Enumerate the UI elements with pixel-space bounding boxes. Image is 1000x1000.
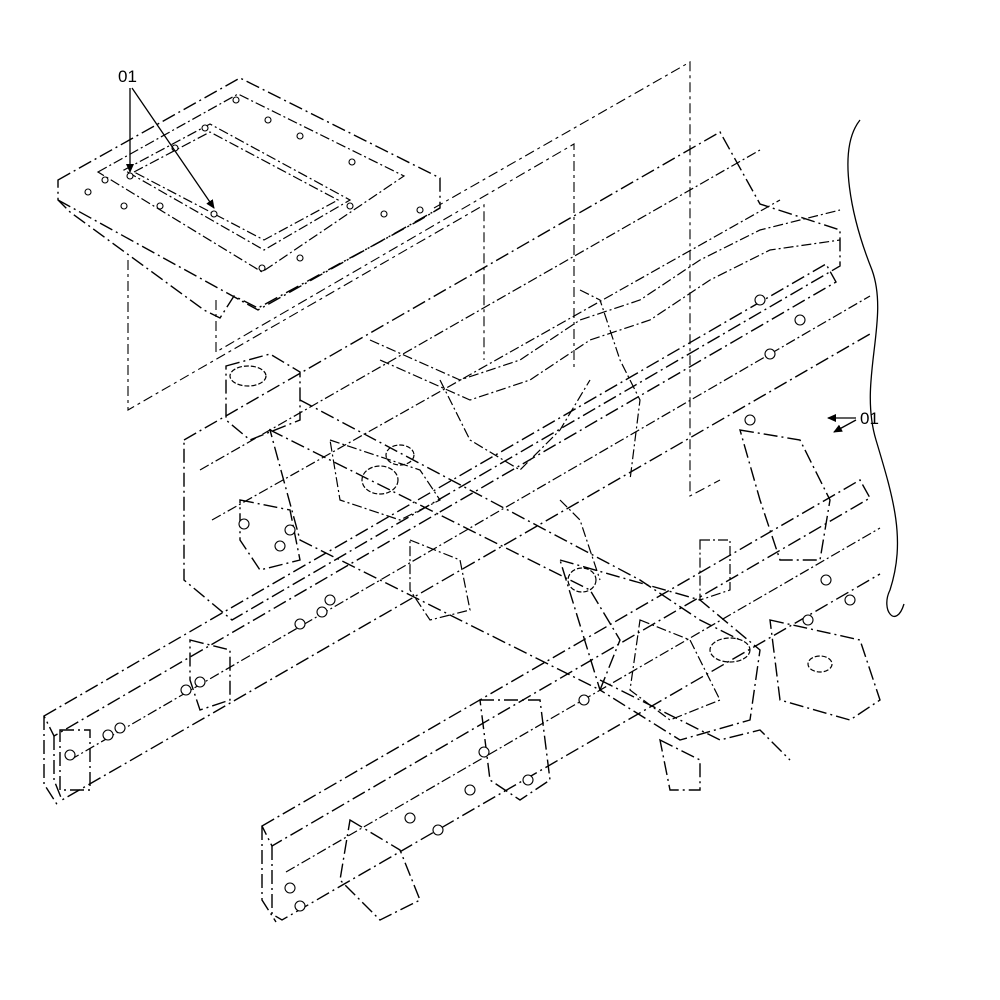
callout-top-label: 01 bbox=[118, 67, 137, 86]
callout-right: 01 bbox=[827, 409, 879, 433]
axle-housing bbox=[225, 353, 791, 761]
frame-bolts bbox=[64, 294, 856, 912]
cover-plate bbox=[57, 77, 441, 319]
suspension-brackets bbox=[59, 429, 881, 921]
cover-bolts bbox=[84, 96, 424, 272]
frame-rails bbox=[43, 131, 881, 923]
break-line bbox=[847, 119, 905, 618]
callout-right-label: 01 bbox=[860, 409, 879, 428]
callout-top-leader-2 bbox=[131, 87, 215, 209]
projection-lines bbox=[127, 61, 721, 497]
pipework bbox=[369, 209, 841, 621]
callout-right-leader-2 bbox=[833, 419, 857, 433]
callout-top: 01 bbox=[118, 67, 215, 209]
